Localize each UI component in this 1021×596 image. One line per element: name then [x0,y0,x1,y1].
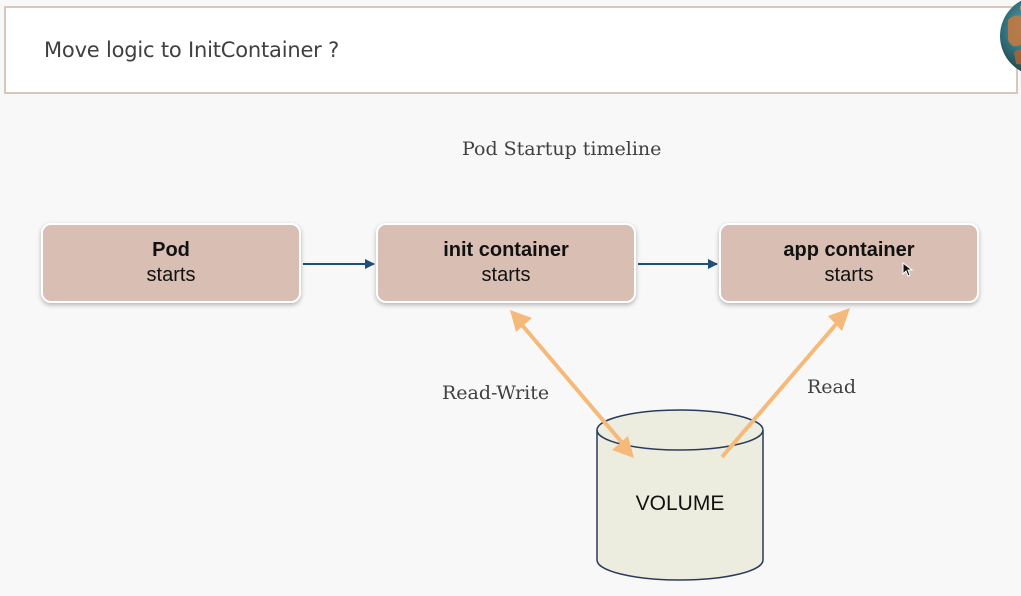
node-app-container-starts: app container starts [719,223,979,303]
slide-title: Move logic to InitContainer ? [44,38,340,62]
volume-label: VOLUME [635,492,725,515]
node-pod-starts: Pod starts [41,223,301,303]
node-subtitle: starts [824,264,874,286]
edge-label-read: Read [807,376,857,398]
volume-cylinder [596,409,764,581]
node-title: init container [443,239,569,261]
header-bar: Move logic to InitContainer ? [4,6,1018,94]
node-subtitle: starts [146,264,196,286]
edge-label-read-write: Read-Write [442,382,550,404]
node-title: Pod [152,239,190,261]
node-init-container-starts: init container starts [376,223,636,303]
node-subtitle: starts [481,264,531,286]
arrow-read [720,308,850,459]
arrow-read-write [510,310,634,458]
mouse-cursor-icon [902,262,914,277]
diagram-title: Pod Startup timeline [462,138,662,160]
node-title: app container [783,239,915,261]
